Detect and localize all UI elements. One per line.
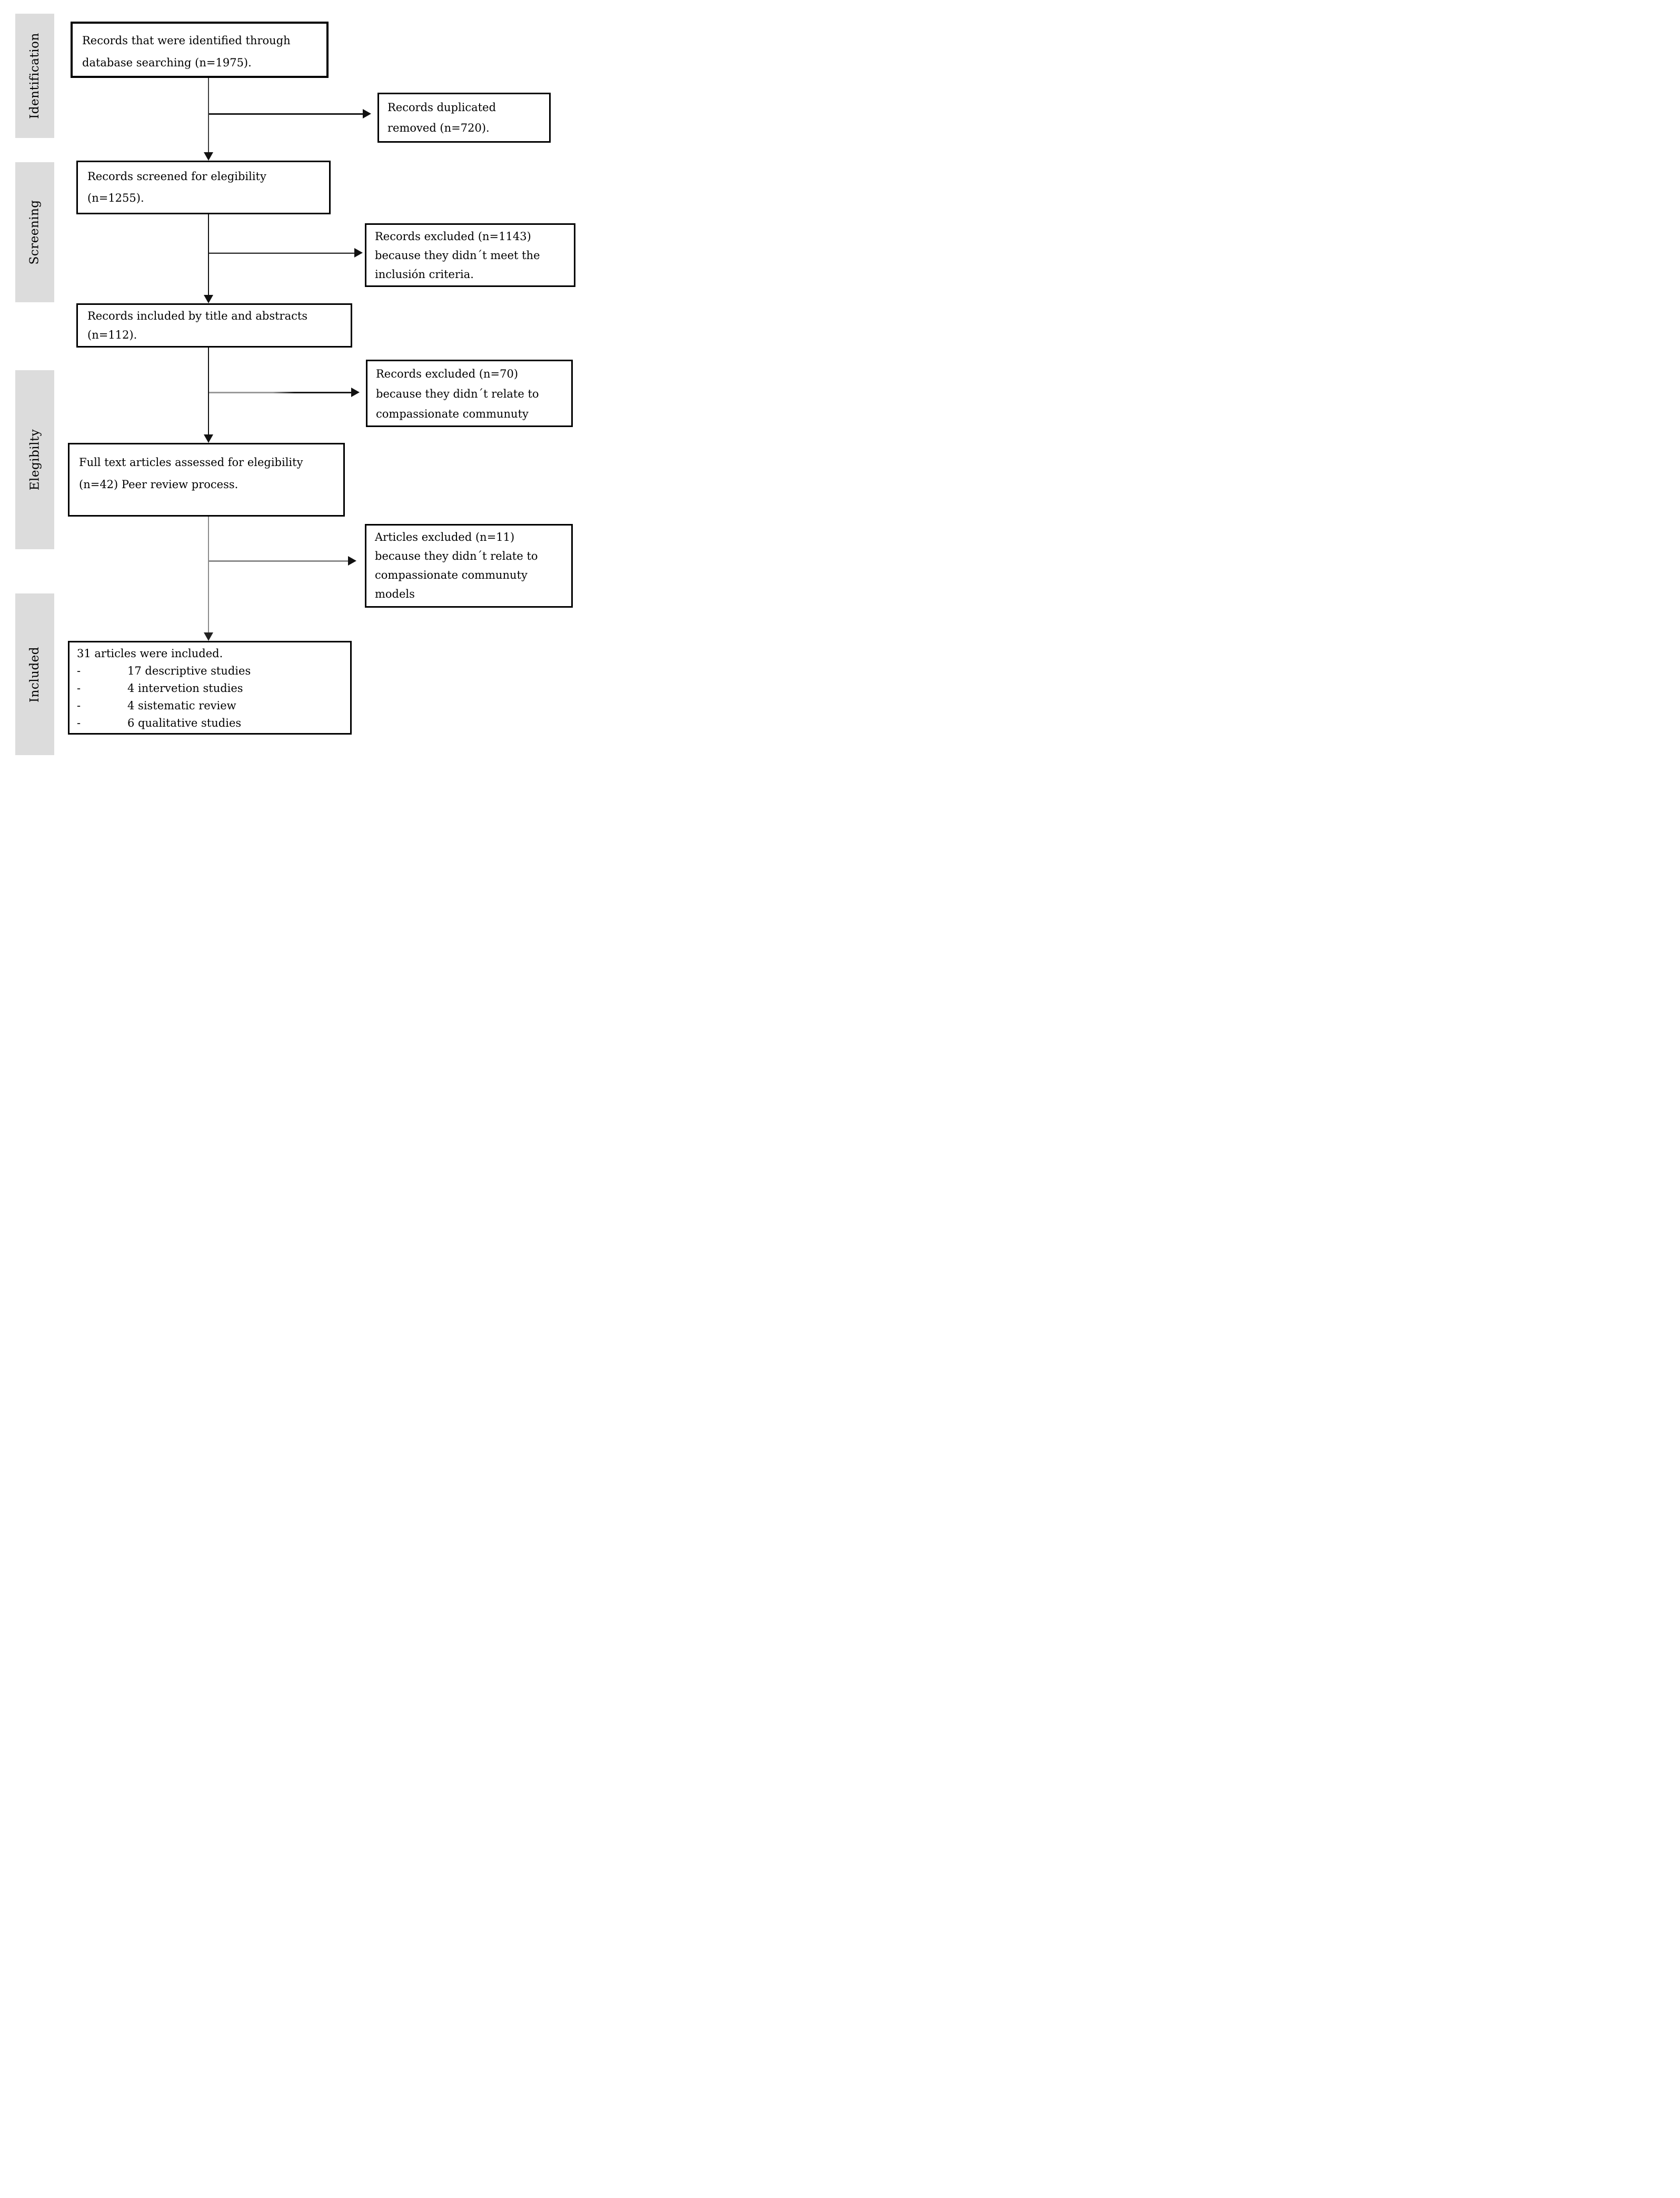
- stage-included-label: Included: [28, 646, 42, 702]
- arrowhead-right-icon: [351, 388, 360, 397]
- bullet-dash: -: [77, 717, 81, 729]
- arrowhead-down-icon: [204, 632, 213, 641]
- box-text-line: database searching (n=1975).: [82, 56, 252, 69]
- included-studies-item: - 4 intervetion studies: [77, 680, 343, 697]
- bullet-text: 4 intervetion studies: [127, 682, 243, 695]
- included-studies-title: 31 articles were included.: [77, 647, 223, 660]
- box-text-line: Records that were identified through: [82, 34, 291, 47]
- box-text-line: models: [375, 588, 415, 600]
- connector-screened-to-titleabs: [208, 214, 209, 295]
- connector-to-articles-excluded: [209, 560, 348, 562]
- stage-screening-label: Screening: [28, 200, 42, 265]
- box-text-line: removed (n=720).: [387, 121, 490, 134]
- box-text-line: Full text articles assessed for elegibil…: [79, 456, 303, 469]
- bullet-text: 4 sistematic review: [127, 699, 236, 712]
- box-records-excluded-relevance: Records excluded (n=70) because they did…: [366, 360, 573, 427]
- bullet-dash: -: [77, 699, 81, 712]
- arrowhead-down-icon: [204, 295, 213, 303]
- connector-to-excluded-relevance: [209, 392, 351, 393]
- box-text-line: inclusión criteria.: [375, 268, 474, 281]
- box-text-line: Records excluded (n=1143): [375, 230, 531, 243]
- arrowhead-down-icon: [204, 152, 213, 161]
- box-text-line: because they didn´t relate to: [376, 388, 539, 400]
- box-text-line: (n=1255).: [87, 191, 144, 204]
- prisma-flow-diagram: Identification Screening Elegibilty Incl…: [0, 0, 579, 758]
- arrowhead-right-icon: [348, 556, 356, 566]
- box-fulltext-assessed: Full text articles assessed for elegibil…: [68, 443, 345, 517]
- box-included-title-abstracts: Records included by title and abstracts …: [76, 303, 352, 348]
- bullet-dash: -: [77, 682, 81, 695]
- stage-elegibility-label: Elegibilty: [28, 429, 42, 491]
- arrowhead-right-icon: [354, 248, 363, 258]
- connector-to-excluded-screening: [209, 252, 354, 254]
- box-text-line: compassionate communuty: [376, 408, 529, 420]
- box-text-line: (n=112).: [87, 328, 137, 341]
- box-text-line: Records included by title and abstracts: [87, 310, 308, 322]
- arrowhead-down-icon: [204, 434, 213, 443]
- arrowhead-right-icon: [363, 109, 371, 118]
- stage-identification-label: Identification: [28, 33, 42, 119]
- box-text-line: because they didn´t meet the: [375, 249, 540, 262]
- box-records-screened: Records screened for elegibility (n=1255…: [76, 161, 331, 214]
- stage-elegibility: Elegibilty: [15, 370, 54, 549]
- box-text-line: Records duplicated: [387, 101, 496, 114]
- bullet-text: 6 qualitative studies: [127, 717, 242, 729]
- box-text-line: Records screened for elegibility: [87, 170, 266, 183]
- box-text-line: because they didn´t relate to: [375, 550, 538, 562]
- box-duplicates-removed: Records duplicated removed (n=720).: [377, 93, 551, 143]
- connector-titleabs-to-fulltext: [208, 348, 209, 434]
- included-studies-item: - 4 sistematic review: [77, 697, 343, 715]
- box-records-excluded-screening: Records excluded (n=1143) because they d…: [365, 223, 575, 287]
- included-studies-item: - 17 descriptive studies: [77, 662, 343, 680]
- box-included-studies: 31 articles were included. - 17 descript…: [68, 641, 352, 735]
- stage-included: Included: [15, 593, 54, 755]
- box-records-identified: Records that were identified through dat…: [71, 22, 329, 78]
- connector-to-duplicates-removed: [209, 113, 363, 115]
- stage-screening: Screening: [15, 162, 54, 302]
- box-text-line: (n=42) Peer review process.: [79, 478, 238, 491]
- included-studies-item: - 6 qualitative studies: [77, 715, 343, 732]
- bullet-dash: -: [77, 665, 81, 677]
- bullet-text: 17 descriptive studies: [127, 665, 251, 677]
- connector-identified-to-screened: [208, 78, 209, 152]
- box-text-line: Articles excluded (n=11): [375, 531, 515, 543]
- box-text-line: Records excluded (n=70): [376, 368, 519, 380]
- box-articles-excluded-models: Articles excluded (n=11) because they di…: [365, 524, 573, 608]
- connector-fulltext-to-included: [208, 517, 209, 632]
- stage-identification: Identification: [15, 14, 54, 138]
- box-text-line: compassionate communuty: [375, 569, 528, 581]
